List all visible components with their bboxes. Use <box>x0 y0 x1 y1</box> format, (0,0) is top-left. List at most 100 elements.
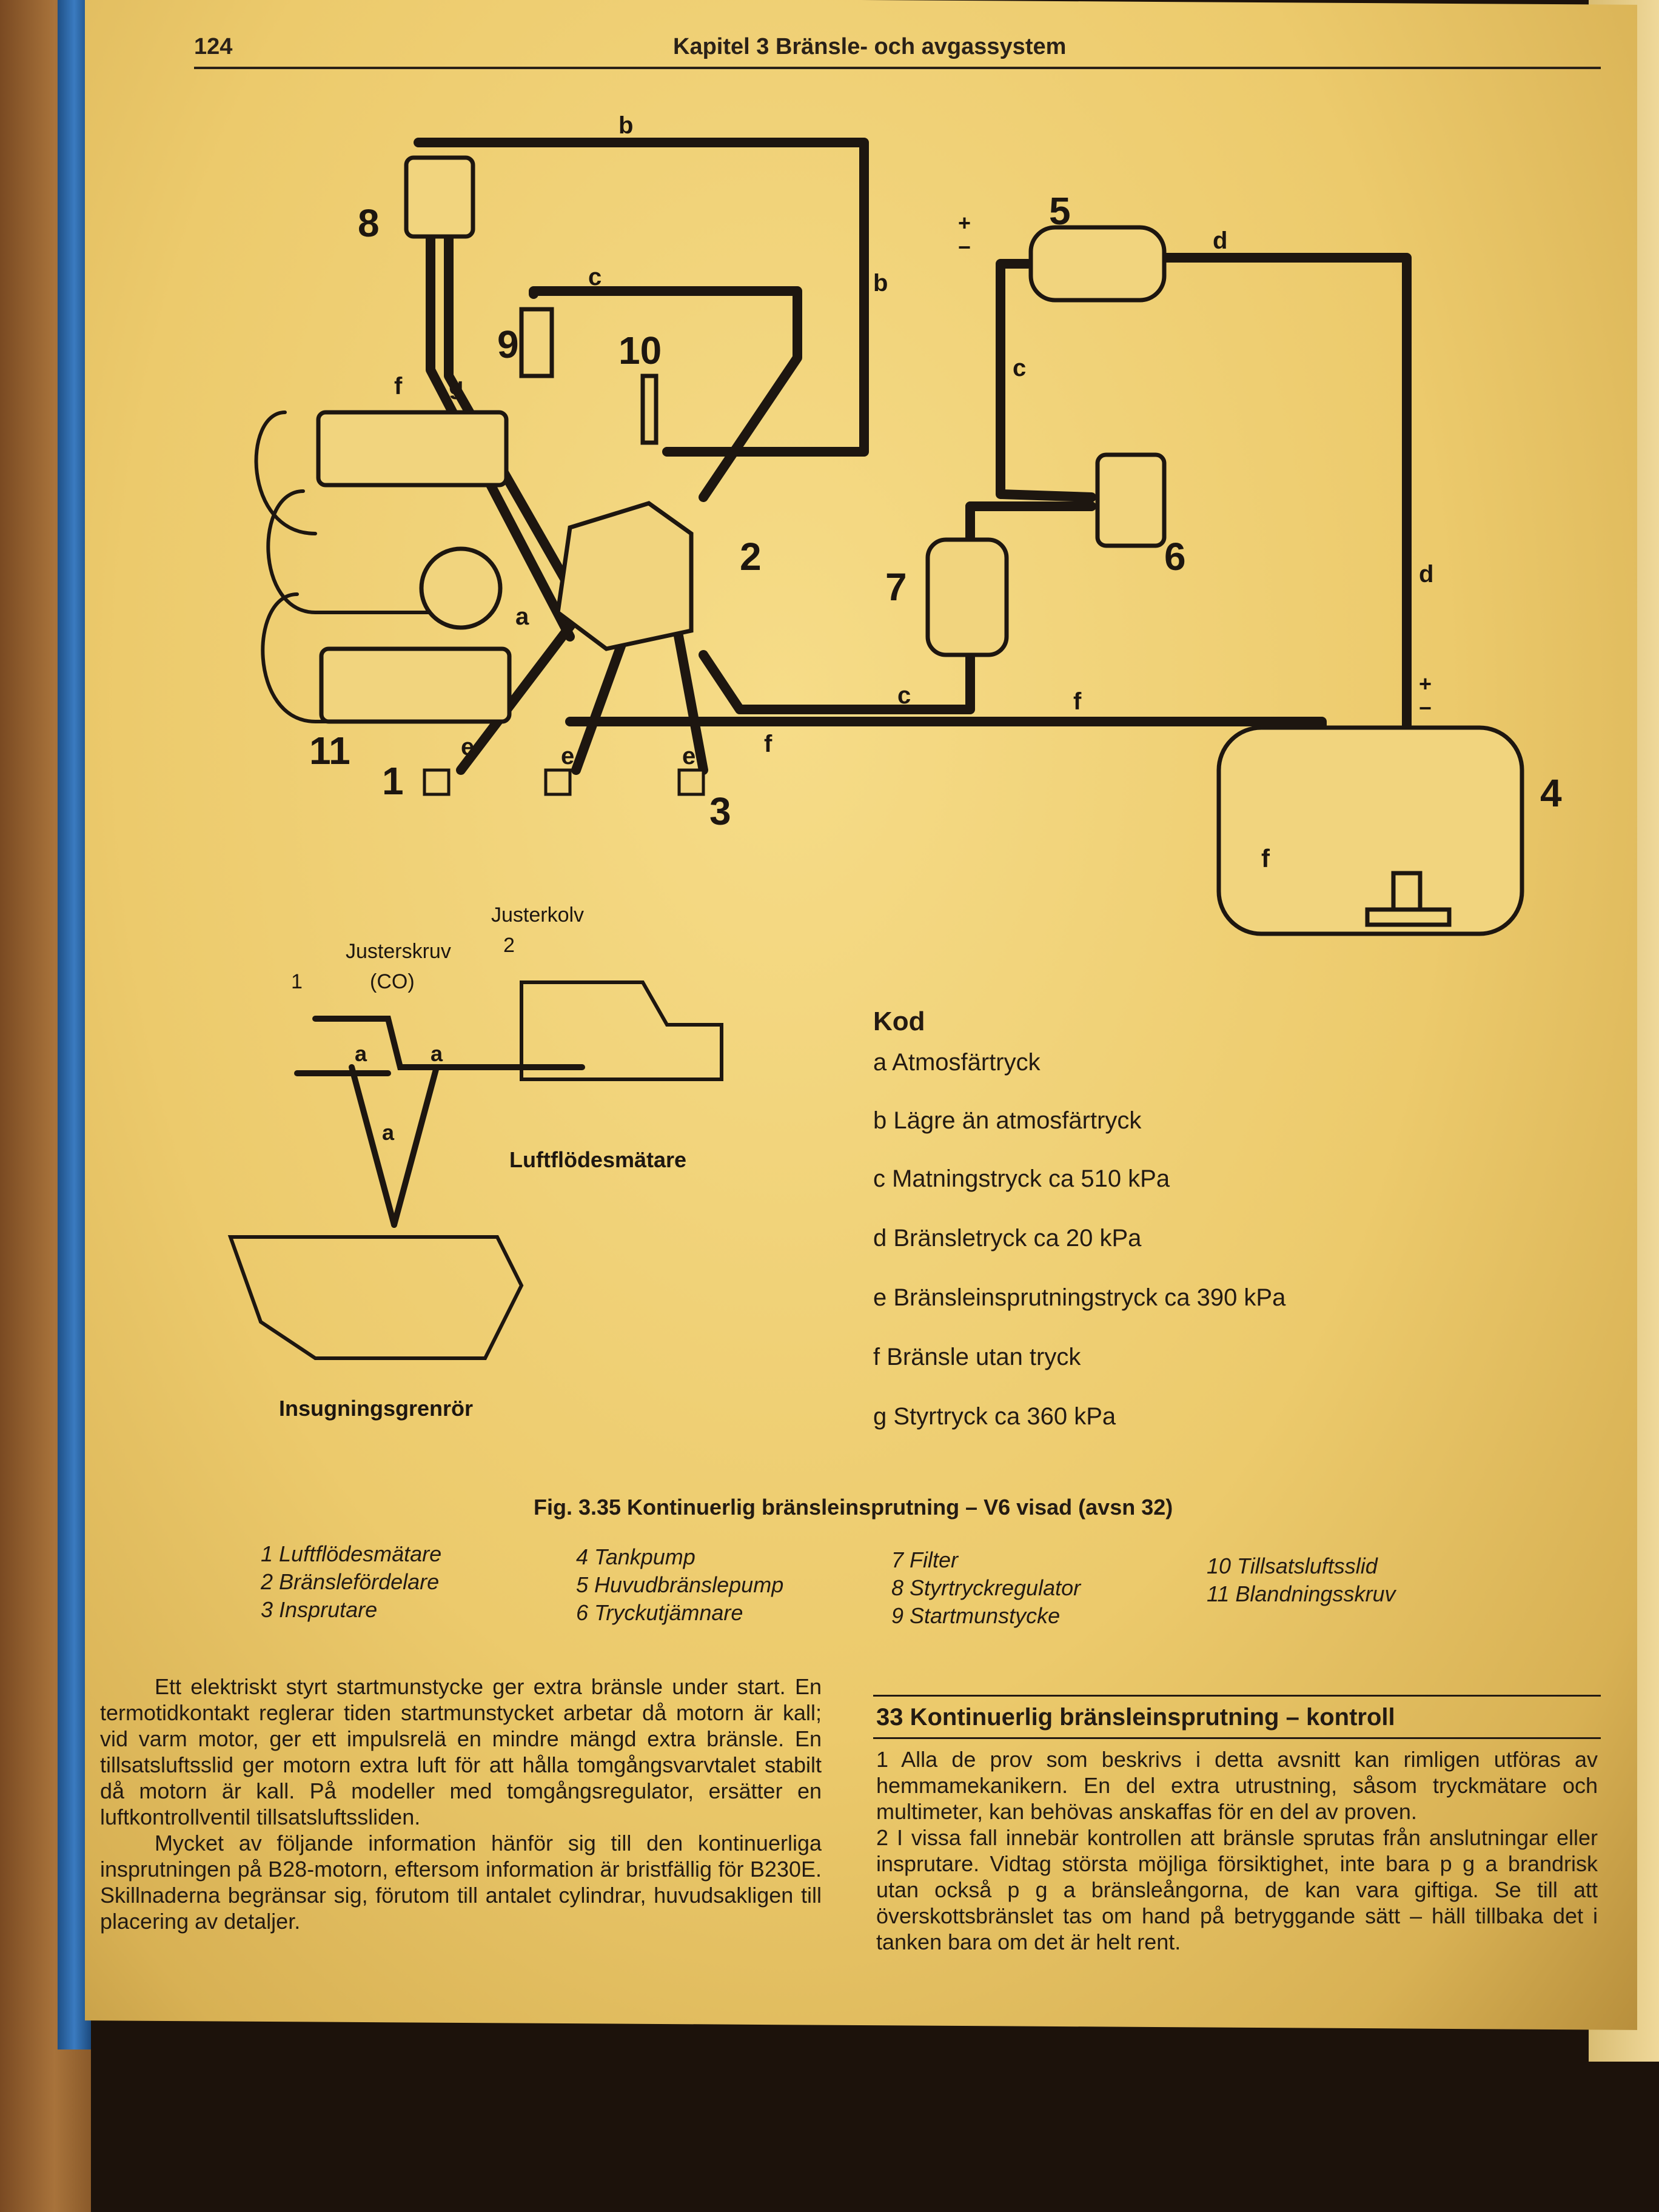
legend-item-10: 10 Tillsatsluftsslid <box>1207 1553 1378 1578</box>
label-e-1: e <box>461 734 474 760</box>
key-item-g: g Styrtryck ca 360 kPa <box>873 1403 1116 1430</box>
injector-3 <box>677 768 705 796</box>
part-9-label: 9 <box>497 323 519 366</box>
label-d-right: d <box>1419 561 1433 588</box>
legend-column-4: 10 Tillsatsluftsslid 11 Blandningsskruv <box>1207 1552 1396 1608</box>
legend-item-1: 1 Luftflödesmätare <box>261 1541 442 1566</box>
legend-item-6: 6 Tryckutjämnare <box>576 1600 743 1625</box>
label-f-mid: f <box>1073 688 1082 715</box>
inset-num-1: 1 <box>291 970 303 993</box>
airflow-meter-plate <box>419 546 503 630</box>
co-label: (CO) <box>370 970 415 993</box>
auxiliary-air-valve <box>640 374 659 445</box>
luftflodesmatare-label: Luftflödesmätare <box>509 1147 686 1172</box>
section-paragraph-2: 2 I vissa fall innebär kontrollen att br… <box>876 1825 1598 1954</box>
legend-item-7: 7 Filter <box>891 1547 959 1572</box>
part-10-label: 10 <box>618 329 662 372</box>
part-8-label: 8 <box>358 201 380 245</box>
injector-1 <box>423 768 451 796</box>
label-g: g <box>449 373 463 400</box>
label-f-bottom: f <box>764 731 773 757</box>
legend-item-5: 5 Huvudbränslepump <box>576 1572 784 1597</box>
pump-minus-sign: − <box>958 235 971 260</box>
legend-item-3: 3 Insprutare <box>261 1597 378 1622</box>
key-item-e: e Bränsleinsprutningstryck ca 390 kPa <box>873 1284 1286 1311</box>
inset-arrow-a <box>349 1064 397 1228</box>
legend-item-9: 9 Startmunstycke <box>891 1603 1061 1628</box>
tank-plus-sign: + <box>1419 671 1432 696</box>
label-a-meter: a <box>515 603 529 630</box>
body-text-left: Ett elektriskt styrt startmunstycke ger … <box>100 1674 822 1934</box>
label-b-right: b <box>873 270 888 297</box>
control-pressure-regulator <box>404 155 475 239</box>
justerkolv-label: Justerkolv <box>491 903 584 927</box>
label-b-top: b <box>618 112 633 139</box>
legend-column-3: 7 Filter 8 Styrtryckregulator 9 Startmun… <box>891 1546 1081 1630</box>
pump-plus-sign: + <box>958 210 971 235</box>
inset-num-2: 2 <box>503 934 515 957</box>
cylinder-bank-bottom <box>319 646 512 724</box>
section-bottom-rule <box>873 1737 1601 1739</box>
fuel-distributor <box>555 501 694 651</box>
part-5-label: 5 <box>1049 189 1071 233</box>
figure-caption: Fig. 3.35 Kontinuerlig bränsleinsprutnin… <box>534 1495 1173 1520</box>
key-item-a: a Atmosfärtryck <box>873 1049 1041 1076</box>
part-2-label: 2 <box>740 535 762 578</box>
page-number: 124 <box>194 34 233 59</box>
airflow-meter-inset-diagram: Justerkolv Justerskruv (CO) 1 2 a a a Lu… <box>227 903 723 1421</box>
label-e-2: e <box>561 743 574 769</box>
part-11-label: 11 <box>309 729 350 773</box>
line-c-loop <box>529 286 802 502</box>
section-33-title: 33 Kontinuerlig bränsleinsprutning – kon… <box>876 1704 1395 1731</box>
body-paragraph-1: Ett elektriskt styrt startmunstycke ger … <box>100 1674 822 1829</box>
legend-column-1: 1 Luftflödesmätare 2 Bränslefördelare 3 … <box>261 1540 441 1624</box>
key-item-d: d Bränsletryck ca 20 kPa <box>873 1225 1142 1252</box>
label-f-tank: f <box>1261 844 1270 873</box>
line-b-top <box>414 138 869 457</box>
legend-item-4: 4 Tankpump <box>576 1544 695 1569</box>
inset-a-left: a <box>355 1041 367 1066</box>
legend-column-2: 4 Tankpump 5 Huvudbränslepump 6 Tryckutj… <box>576 1543 783 1627</box>
injector-2 <box>544 768 572 796</box>
line-f-g <box>426 220 575 642</box>
inset-a-right: a <box>431 1041 443 1066</box>
cold-start-injector <box>519 307 554 378</box>
fuel-tank <box>1216 725 1524 936</box>
key-item-b: b Lägre än atmosfärtryck <box>873 1107 1142 1134</box>
fuel-filter <box>925 537 1009 657</box>
tank-minus-sign: − <box>1419 695 1432 720</box>
label-d-top: d <box>1213 227 1227 254</box>
part-6-label: 6 <box>1164 535 1186 578</box>
part-4-label: 4 <box>1540 771 1562 815</box>
fuel-system-diagram: b b c d d c c f f f f g a e e e 8 9 10 2… <box>254 112 1562 936</box>
page-header: 124 Kapitel 3 Bränsle- och avgassystem <box>194 30 1601 69</box>
line-d <box>1156 253 1412 899</box>
part-3-label: 3 <box>709 789 731 833</box>
section-33-body: 1 Alla de prov som beskrivs i detta avsn… <box>876 1746 1598 1955</box>
key-title: Kod <box>873 1007 925 1036</box>
line-e-2 <box>571 623 632 775</box>
legend-item-2: 2 Bränslefördelare <box>261 1569 440 1594</box>
label-c-filter: c <box>897 682 911 709</box>
label-e-3: e <box>682 743 695 769</box>
label-c-loop: c <box>588 264 602 290</box>
insugningsgrenror-label: Insugningsgrenrör <box>279 1396 473 1421</box>
section-top-rule <box>873 1695 1601 1697</box>
inset-a-down: a <box>382 1120 395 1145</box>
legend-item-8: 8 Styrtryckregulator <box>891 1575 1081 1600</box>
key-item-c: c Matningstryck ca 510 kPa <box>873 1165 1170 1192</box>
key-item-f: f Bränsle utan tryck <box>873 1344 1081 1370</box>
legend-item-11: 11 Blandningsskruv <box>1207 1581 1396 1606</box>
pressure-accumulator <box>1095 452 1167 548</box>
section-paragraph-1: 1 Alla de prov som beskrivs i detta avsn… <box>876 1747 1598 1824</box>
body-paragraph-2: Mycket av följande information hänför si… <box>100 1831 822 1934</box>
justerskruv-label: Justerskruv <box>346 940 451 963</box>
line-c-pump <box>996 259 1096 502</box>
line-c-filter <box>699 644 975 714</box>
part-7-label: 7 <box>885 565 907 609</box>
main-fuel-pump <box>1028 225 1167 303</box>
intake-manifold-outline <box>266 489 493 614</box>
label-f-left: f <box>394 373 403 400</box>
cylinder-bank-top <box>316 410 509 488</box>
part-1-label: 1 <box>382 759 404 803</box>
